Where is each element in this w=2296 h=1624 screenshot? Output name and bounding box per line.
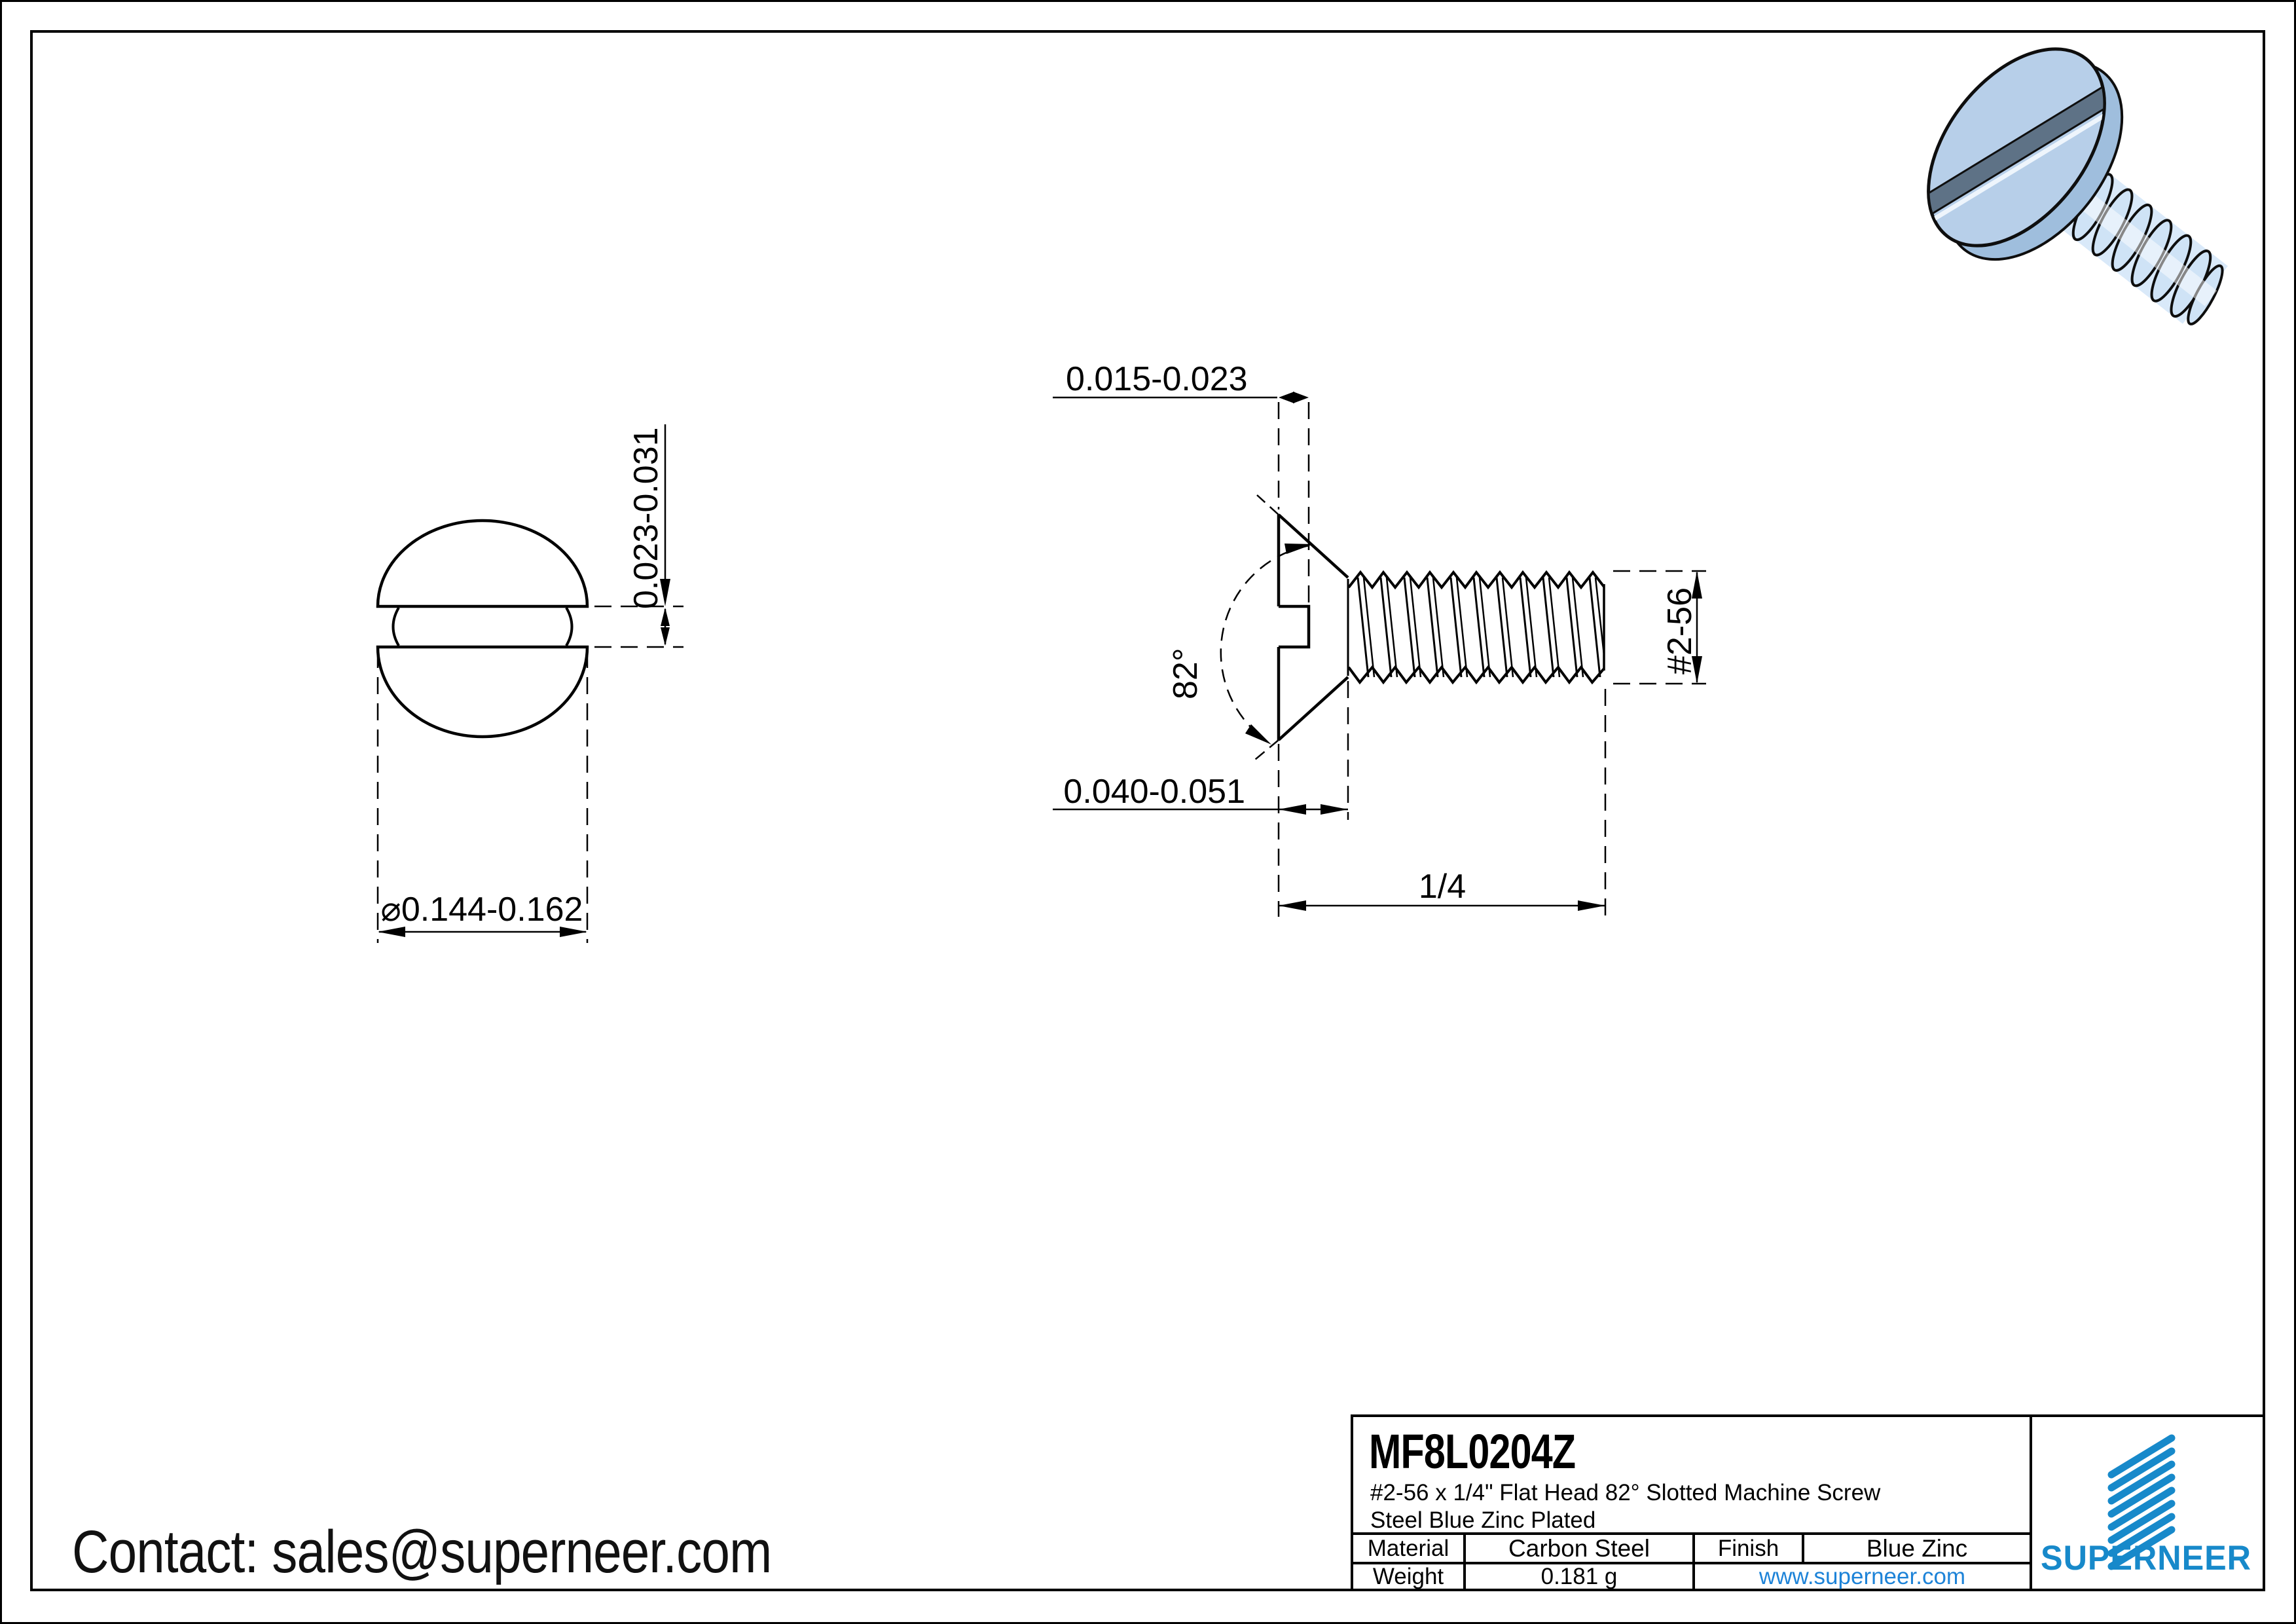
extension-lines-dashed — [376, 605, 683, 943]
titleblock-hline-2 — [1353, 1562, 2030, 1564]
slot-width-dimension: 0.023-0.031 — [627, 424, 670, 646]
finish-label: Finish — [1717, 1535, 1779, 1561]
length-dimension: 1/4 — [1279, 689, 1607, 917]
brand-name: SUPERNEER — [2041, 1539, 2251, 1578]
part-description-line1: #2-56 x 1/4" Flat Head 82° Slotted Machi… — [1370, 1480, 1881, 1505]
brand-logo-cell: SUPERNEER — [2030, 1417, 2263, 1589]
slot-depth-dimension: 0.015-0.023 — [1053, 360, 1310, 604]
titleblock-vline-1 — [1463, 1532, 1466, 1589]
titleblock-vline-3 — [1802, 1532, 1804, 1564]
part-description-line2: Steel Blue Zinc Plated — [1370, 1507, 1596, 1533]
side-slot-depth-text: 0.015-0.023 — [1066, 360, 1248, 398]
slot-side-arcs — [392, 606, 574, 647]
side-head-height-text: 0.040-0.051 — [1063, 773, 1245, 811]
website-link[interactable]: www.superneer.com — [1758, 1563, 1966, 1589]
front-head-diameter-text: ⌀0.144-0.162 — [381, 891, 583, 929]
titleblock-vline-logo — [2030, 1417, 2032, 1589]
front-view: 0.023-0.031 ⌀0.144-0.162 — [376, 424, 683, 943]
side-thread-size-text: #2-56 — [1661, 587, 1699, 674]
weight-label: Weight — [1372, 1563, 1444, 1589]
head-profile — [1277, 513, 1349, 741]
brand-logo-stripes-icon — [2107, 1434, 2176, 1570]
material-value: Carbon Steel — [1508, 1534, 1650, 1562]
material-label: Material — [1367, 1535, 1449, 1561]
front-slot-width-text: 0.023-0.031 — [627, 427, 665, 609]
part-number: MF8L0204Z — [1369, 1424, 1576, 1479]
head-diameter-dimension: ⌀0.144-0.162 — [378, 891, 587, 937]
thread-size-dimension: #2-56 — [1613, 570, 1706, 685]
title-block: MF8L0204Z #2-56 x 1/4" Flat Head 82° Slo… — [1351, 1414, 2265, 1591]
sheet-inner-border — [30, 30, 2265, 1591]
head-height-dimension: 0.040-0.051 — [1053, 681, 1349, 917]
weight-value: 0.181 g — [1540, 1563, 1618, 1589]
side-angle-text: 82° — [1167, 648, 1205, 699]
finish-value: Blue Zinc — [1866, 1534, 1968, 1562]
titleblock-hline-1 — [1353, 1532, 2030, 1535]
screw-3d-render — [1910, 47, 2228, 325]
side-view: 82° 0.015-0.023 0.040-0.051 1/4 — [1053, 360, 1706, 917]
contact-email-text: Contact: sales@superneer.com — [72, 1519, 772, 1585]
head-outline — [376, 519, 589, 739]
angle-dimension: 82° — [1167, 494, 1313, 760]
thread-profile — [1347, 570, 1605, 685]
titleblock-vline-2 — [1692, 1532, 1695, 1589]
side-length-text: 1/4 — [1419, 868, 1466, 906]
